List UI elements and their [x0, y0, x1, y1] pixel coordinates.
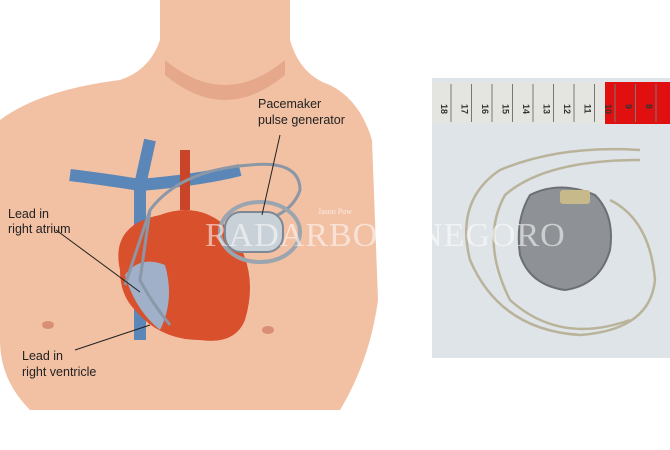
label-generator-2: pulse generator: [258, 113, 345, 127]
label-atrium-1: Lead in: [8, 207, 49, 221]
tape-red-section: [605, 82, 670, 124]
nipple-left: [42, 321, 54, 329]
generator-coil: [218, 200, 302, 264]
ruler-number: 10: [603, 104, 613, 114]
pacemaker-leads: [123, 162, 302, 326]
label-ventricle-2: right ventricle: [22, 365, 96, 379]
artist-credit: Jason Pow: [318, 207, 352, 216]
label-atrium-2: right atrium: [8, 222, 71, 236]
ruler-number: 16: [480, 104, 490, 114]
neck-shadow: [165, 60, 285, 100]
label-ventricle-1: Lead in: [22, 349, 63, 363]
ruler-number: 17: [460, 104, 470, 114]
pulse-generator: [224, 211, 284, 253]
ruler-number: 9: [624, 104, 634, 109]
ruler-number: 12: [562, 104, 572, 114]
lead-wire: [465, 147, 657, 337]
ruler-number: 18: [439, 104, 449, 114]
pointer-lines: [55, 134, 281, 351]
ruler-number: 11: [583, 104, 593, 114]
ruler-number: 15: [501, 104, 511, 114]
nipple-right: [262, 326, 274, 334]
watermark: RADARBOJONEGORO: [205, 217, 566, 254]
ruler-number: 13: [542, 104, 552, 114]
ruler-numbers: 18 17 16 15 14 13 12 11 10 9 8: [439, 84, 657, 122]
ruler-number: 14: [521, 104, 531, 114]
chest-illustration: Pacemaker pulse generator Lead in right …: [0, 0, 378, 410]
ruler-number: 8: [644, 104, 654, 109]
heart-chamber: [125, 261, 169, 330]
label-generator-1: Pacemaker: [258, 97, 321, 111]
pacemaker-photo: 18 17 16 15 14 13 12 11 10 9 8: [432, 78, 670, 358]
device-header: [560, 190, 590, 204]
